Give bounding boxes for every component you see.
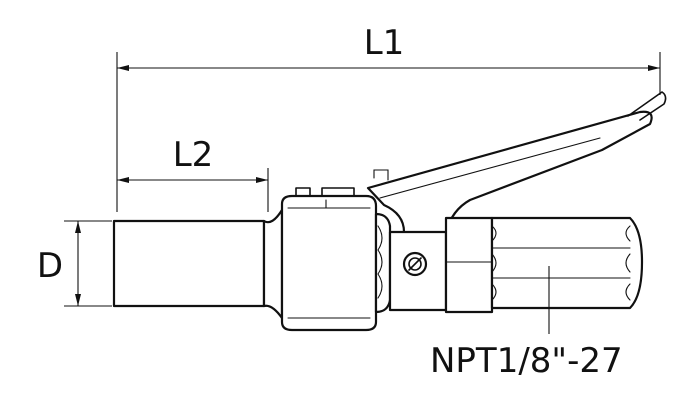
dimension-l2: L2 — [117, 135, 269, 212]
d-bottom-arrowhead — [75, 294, 81, 306]
hex-body — [490, 216, 644, 310]
l1-left-arrowhead — [117, 65, 129, 71]
hex-chamfer-6 — [625, 283, 631, 301]
pivot-pin — [402, 251, 428, 277]
nozzle-flare — [262, 208, 284, 320]
l1-label: L1 — [364, 23, 405, 63]
l2-right-arrowhead — [256, 177, 268, 183]
spring-section — [374, 212, 392, 314]
l2-label: L2 — [173, 135, 214, 175]
head-tab-right — [321, 187, 355, 197]
dimension-d: D — [37, 220, 112, 307]
hex-chamfer-2 — [491, 253, 497, 273]
l1-right-arrowhead — [648, 65, 660, 71]
pivot-pin-slot — [408, 257, 422, 271]
l2-left-arrowhead — [117, 177, 129, 183]
head-tab-left — [295, 187, 311, 197]
lever-edge-line — [379, 137, 601, 199]
lever-catch — [373, 169, 389, 181]
nozzle-tube — [112, 208, 284, 320]
hex-chamfer-3 — [491, 283, 497, 301]
hex-chamfer-1 — [491, 225, 497, 242]
d-label: D — [37, 246, 63, 286]
spring-coil — [377, 225, 383, 299]
valve-collar — [444, 216, 494, 314]
thread-callout: NPT1/8"-27 — [430, 266, 623, 381]
lever-tip — [627, 91, 667, 121]
hex-chamfer-5 — [625, 253, 631, 273]
pivot-pin-inner — [408, 257, 422, 271]
d-top-arrowhead — [75, 221, 81, 233]
thread-label: NPT1/8"-27 — [430, 341, 623, 381]
coupler-head — [280, 187, 378, 332]
coupler-head-body — [280, 194, 378, 332]
hex-threaded-end — [490, 216, 644, 310]
dimension-l1: L1 — [116, 23, 661, 212]
nozzle-body — [112, 219, 266, 308]
hex-chamfer-4 — [625, 225, 631, 242]
